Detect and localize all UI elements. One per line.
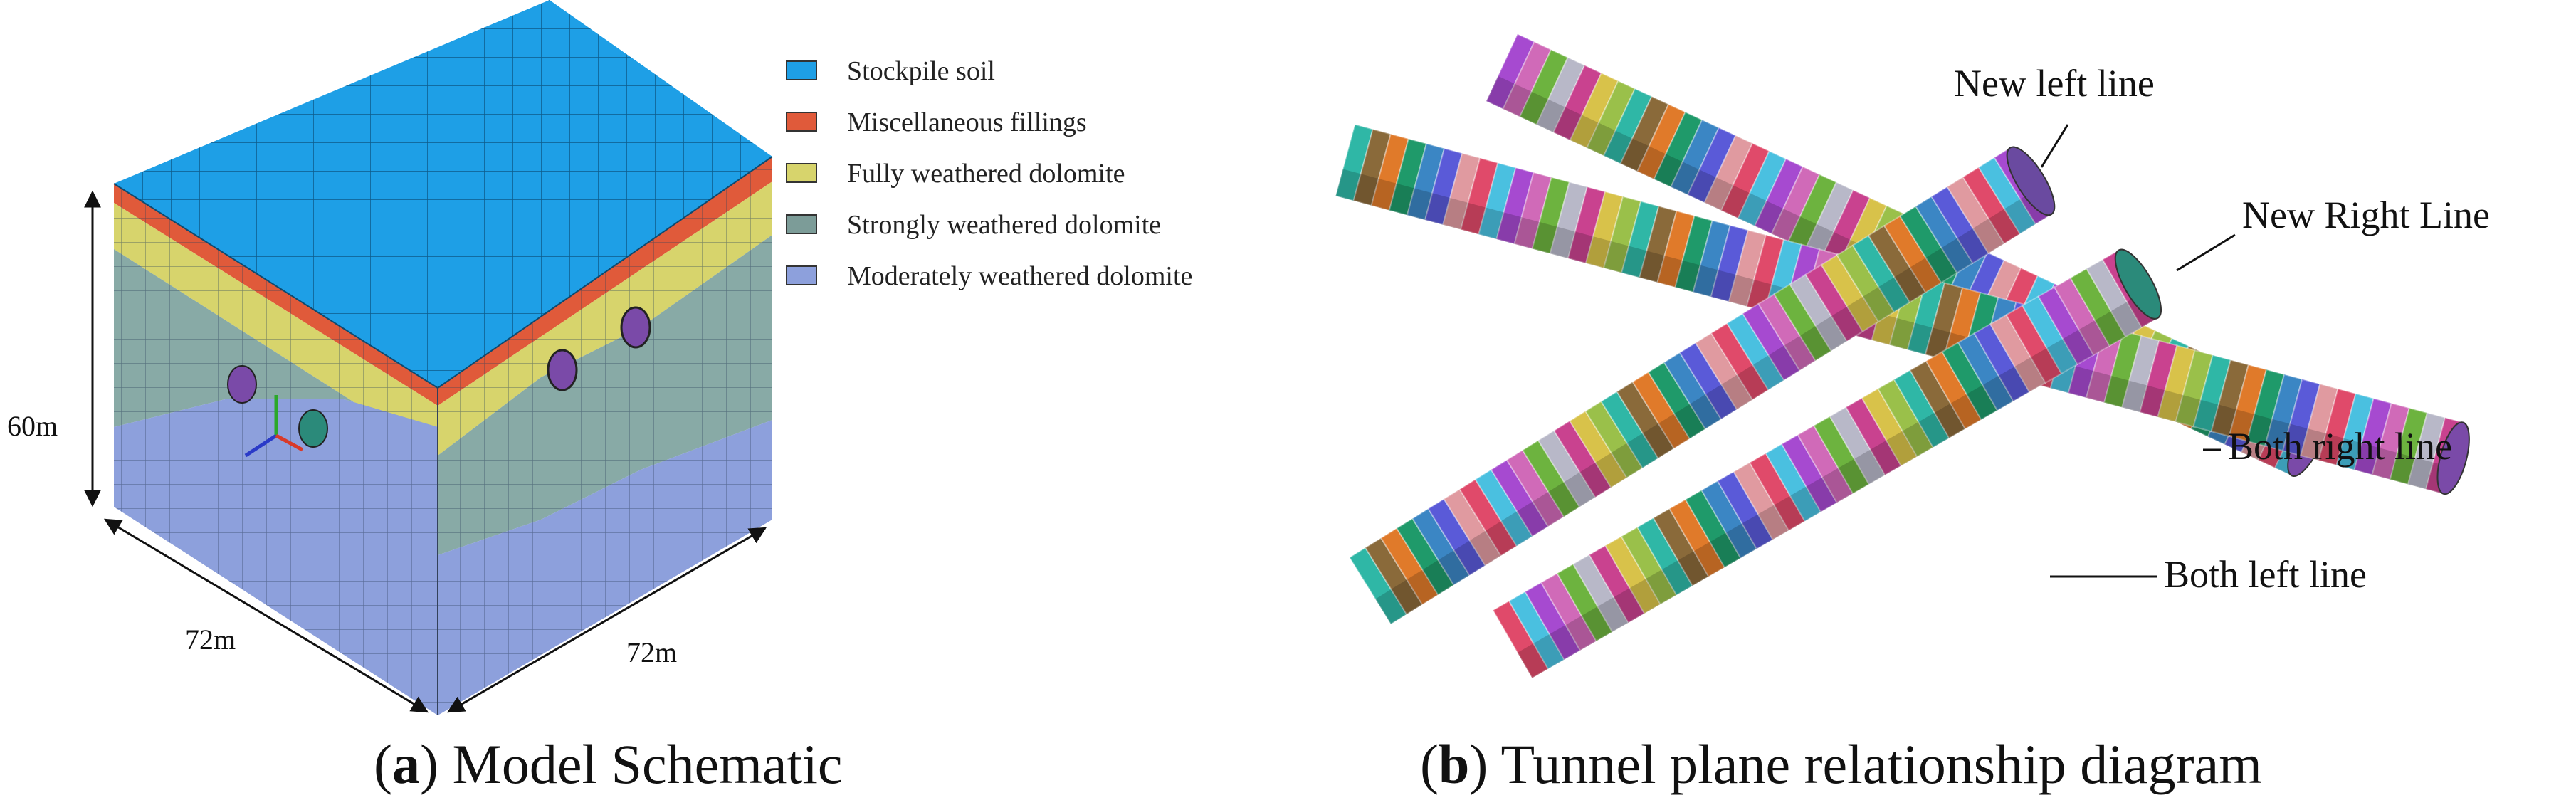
tunnel-opening (227, 365, 257, 404)
label-both-right-line: Both right line (2228, 425, 2452, 468)
legend-swatch (786, 163, 817, 183)
leader-new-left (2040, 124, 2069, 168)
caption-a: (a) Model Schematic (374, 733, 843, 795)
tunnel-opening (298, 409, 328, 448)
dimension-width-right-label: 72m (626, 636, 677, 668)
tunnel-diagram-panel: New left line New Right Line Both right … (1335, 33, 2490, 795)
legend-swatch (786, 112, 817, 132)
label-both-left-line: Both left line (2164, 553, 2367, 596)
legend-label: Fully weathered dolomite (847, 159, 1125, 189)
dimension-width-left-line (103, 518, 429, 713)
legend-label: Moderately weathered dolomite (847, 261, 1192, 291)
legend-label: Miscellaneous fillings (847, 107, 1087, 137)
legend-label: Strongly weathered dolomite (847, 210, 1161, 240)
material-legend: Stockpile soil Miscellaneous fillings Fu… (786, 56, 1192, 291)
tunnel-both-right-line (1492, 248, 2162, 680)
dimension-width-right-line (446, 527, 767, 713)
model-left-face (114, 184, 438, 715)
tunnel-group (1335, 33, 2470, 680)
caption-a-text: Model Schematic (452, 733, 842, 795)
legend-swatch (786, 214, 817, 234)
label-new-left-line: New left line (1954, 62, 2155, 105)
leader-new-right (2176, 233, 2236, 272)
caption-b-letter: b (1439, 733, 1469, 795)
caption-b: (b) Tunnel plane relationship diagram (1420, 733, 2262, 795)
caption-a-letter: a (392, 733, 420, 795)
tunnel-opening (547, 349, 578, 391)
dimension-width-left-label: 72m (185, 624, 236, 656)
caption-b-text: Tunnel plane relationship diagram (1500, 733, 2261, 795)
legend-swatch (786, 265, 817, 285)
tunnel-opening (620, 306, 651, 349)
model-schematic-panel: 60m 72m 72m Stockpile soil Miscellaneous… (7, 0, 1192, 795)
label-new-right-line: New Right Line (2242, 194, 2490, 236)
tunnel-both-left-line (1348, 146, 2056, 626)
legend-label: Stockpile soil (847, 56, 995, 86)
dimension-height-label: 60m (7, 410, 58, 442)
legend-swatch (786, 60, 817, 80)
